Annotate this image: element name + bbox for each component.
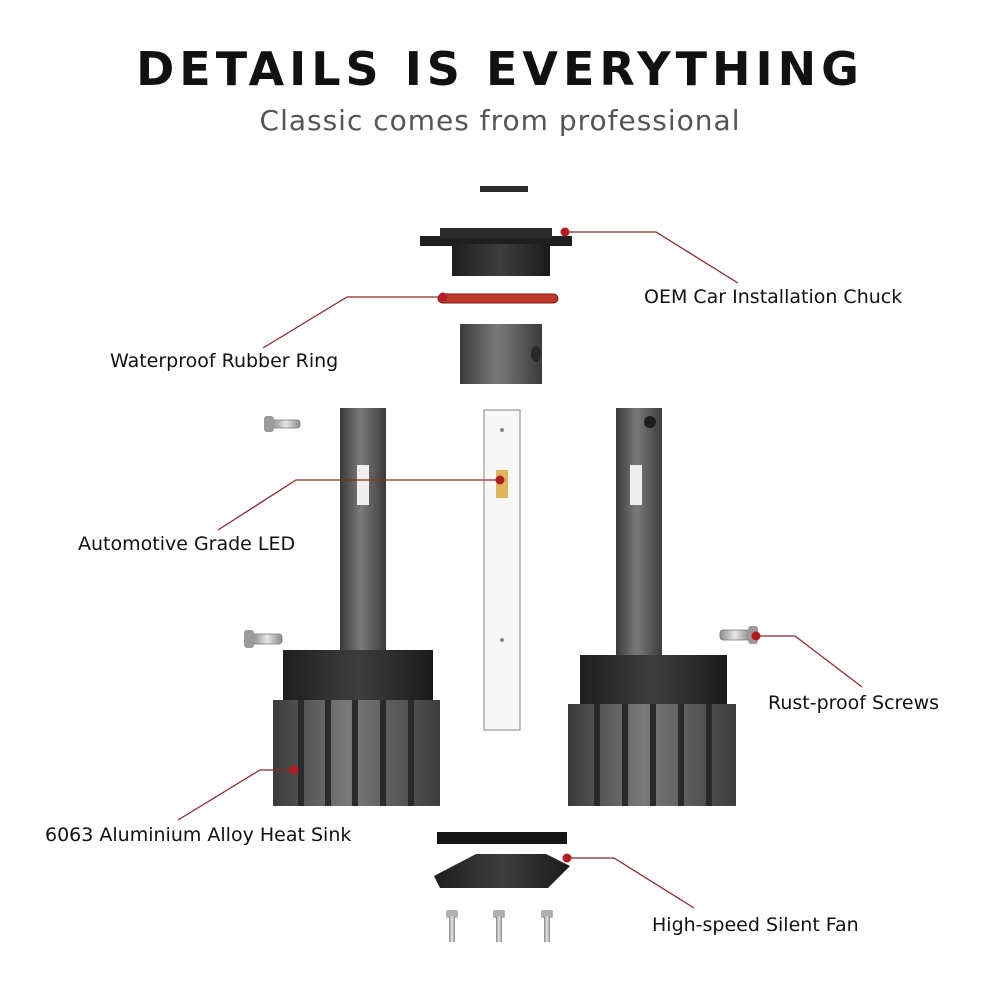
bottom-screw-3	[541, 910, 553, 942]
page-title: DETAILS IS EVERYTHING	[136, 42, 864, 96]
page-subtitle: Classic comes from professional	[259, 104, 741, 137]
screw-right	[719, 626, 758, 644]
dot-oem-chuck	[560, 227, 570, 237]
leader-fan	[567, 857, 695, 909]
oem-chuck-part	[420, 228, 572, 276]
screw-top-left	[264, 416, 301, 432]
label-screws: Rust-proof Screws	[768, 692, 940, 714]
dot-heat-sink	[289, 765, 299, 775]
fan-part	[434, 832, 570, 888]
metal-sleeve-part	[460, 324, 542, 384]
dot-led	[495, 475, 505, 485]
leader-oem-chuck	[565, 231, 739, 284]
rubber-ring-part	[437, 293, 559, 304]
label-led: Automotive Grade LED	[78, 533, 296, 555]
leader-led	[217, 479, 500, 531]
left-heat-sink-part	[273, 408, 440, 806]
leader-rubber-ring	[262, 296, 443, 349]
leader-heat-sink	[177, 769, 294, 821]
label-rubber-ring: Waterproof Rubber Ring	[110, 350, 339, 372]
top-plate	[480, 186, 528, 192]
dot-rubber-ring	[438, 292, 448, 302]
leader-screws	[756, 635, 863, 688]
dot-screws	[751, 631, 761, 641]
bottom-screw-1	[446, 910, 458, 942]
right-heat-sink-part	[568, 408, 736, 806]
bottom-screw-2	[493, 910, 505, 942]
screw-mid-left	[244, 630, 283, 648]
dot-fan	[562, 853, 572, 863]
label-oem-chuck: OEM Car Installation Chuck	[644, 286, 903, 308]
led-board-part	[483, 409, 521, 731]
label-fan: High-speed Silent Fan	[652, 914, 859, 936]
label-heat-sink: 6063 Aluminium Alloy Heat Sink	[45, 824, 352, 846]
